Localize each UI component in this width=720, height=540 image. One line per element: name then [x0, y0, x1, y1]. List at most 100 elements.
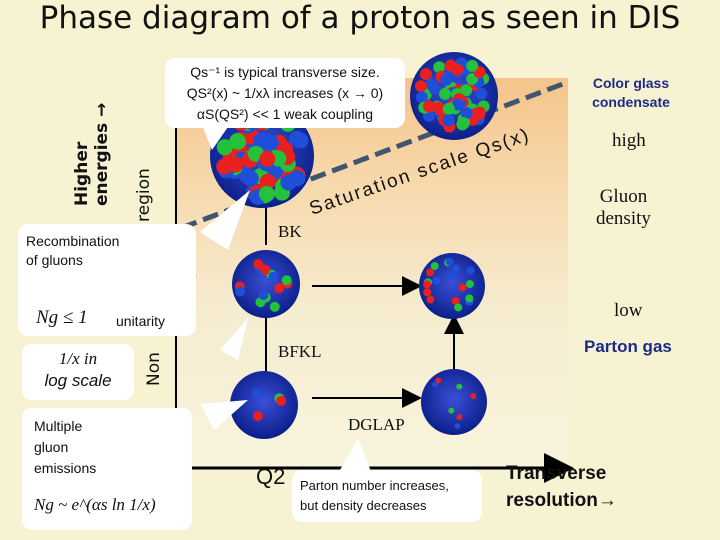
- parton-dot: [473, 106, 486, 119]
- parton-dot: [259, 173, 276, 190]
- top-callout-line1: Qs⁻¹ is typical transverse size.: [190, 64, 380, 80]
- parton-number-callout: Parton number increases, but density dec…: [292, 470, 482, 522]
- color-glass-line2: condensate: [592, 94, 670, 110]
- parton-dot: [458, 283, 467, 292]
- parton-dot: [470, 393, 477, 400]
- parton-dot: [288, 130, 305, 147]
- proton-disk-mid-left: [232, 250, 300, 318]
- page-title: Phase diagram of a proton as seen in DIS: [39, 0, 681, 36]
- parton-dot: [433, 61, 446, 74]
- parton-dot: [426, 295, 435, 304]
- gluon-density-line2: density: [596, 208, 651, 229]
- low-label: low: [614, 300, 643, 321]
- unitarity-pointer: [220, 318, 248, 360]
- color-glass-label: Color glass condensate: [566, 74, 696, 112]
- parton-dot: [457, 117, 470, 130]
- one-over-x-line1: 1/x in: [58, 349, 98, 368]
- multiple-gluon-line2: gluon: [34, 439, 69, 455]
- parton-dot: [415, 80, 428, 93]
- parton-callout-line2: but density decreases: [300, 498, 427, 513]
- parton-dot: [428, 82, 441, 95]
- parton-dot: [466, 266, 475, 275]
- parton-dot: [448, 271, 457, 280]
- transverse-line2: resolution: [506, 490, 598, 511]
- non-label: Non: [144, 352, 164, 386]
- multiple-gluon-callout: Multiple gluon emissions Ng ~ e^(αs ln 1…: [22, 408, 192, 530]
- parton-dot: [442, 102, 455, 115]
- parton-dot: [451, 264, 460, 273]
- parton-dot: [465, 294, 474, 303]
- parton-dot: [251, 388, 262, 399]
- parton-dot: [460, 107, 473, 120]
- bfkl-label: BFKL: [278, 342, 322, 361]
- higher-energies-label: Higher energies →: [72, 103, 112, 206]
- parton-dot: [268, 271, 279, 282]
- parton-dot: [454, 303, 463, 312]
- gluon-density-label: Gluon density: [596, 186, 651, 230]
- parton-dot: [423, 288, 432, 297]
- parton-dot: [276, 395, 287, 406]
- parton-dot: [432, 276, 441, 285]
- transverse-resolution-label: Transverse resolution→: [506, 460, 617, 514]
- recombination-line1: Recombination: [26, 233, 120, 249]
- parton-dot: [252, 410, 263, 421]
- parton-dot: [269, 301, 280, 312]
- parton-dot: [253, 259, 264, 270]
- parton-dot: [260, 264, 271, 275]
- parton-dot: [262, 134, 279, 151]
- bk-label: BK: [278, 222, 302, 241]
- top-callout: Qs⁻¹ is typical transverse size. QS²(x) …: [165, 58, 405, 128]
- parton-dot: [415, 91, 428, 104]
- parton-dot: [216, 139, 233, 156]
- parton-dot: [465, 280, 474, 289]
- parton-dot: [258, 290, 269, 301]
- parton-callout-pointer: [340, 438, 372, 474]
- parton-dot: [456, 383, 463, 390]
- parton-dot: [426, 268, 435, 277]
- color-glass-line1: Color glass: [592, 75, 670, 91]
- multiple-gluon-pointer: [200, 400, 248, 430]
- higher-energies-line2: energies: [92, 122, 112, 206]
- recombination-callout: Recombination of gluons Ng ≤ 1 unitarity: [18, 224, 196, 336]
- gluon-density-line1: Gluon: [599, 186, 648, 207]
- multiple-gluon-line3: emissions: [34, 460, 97, 476]
- parton-dot: [432, 381, 439, 388]
- top-callout-line2: QS²(x) ~ 1/xλ increases (x → 0): [186, 85, 384, 101]
- proton-disk-bottom-right: [421, 369, 487, 435]
- one-over-x-line2: log scale: [44, 371, 112, 390]
- parton-dot: [258, 185, 275, 202]
- ng-formula: Ng ≤ 1: [36, 307, 88, 328]
- parton-dot: [281, 275, 292, 286]
- parton-dot: [448, 407, 455, 414]
- multiple-gluon-line1: Multiple: [34, 418, 83, 434]
- parton-callout-line1: Parton number increases,: [300, 478, 449, 493]
- parton-dot: [229, 132, 246, 149]
- parton-dot: [475, 87, 488, 100]
- ng-exp-formula: Ng ~ e^(αs ln 1/x): [34, 495, 156, 514]
- parton-dot: [235, 286, 246, 297]
- high-label: high: [612, 130, 646, 151]
- parton-dot: [451, 296, 460, 305]
- parton-dot: [216, 158, 233, 175]
- right-arrow-icon: →: [597, 490, 617, 511]
- parton-dot: [460, 84, 473, 97]
- parton-dot: [419, 68, 432, 81]
- top-callout-line3: αS(QS²) << 1 weak coupling: [196, 106, 374, 122]
- parton-dot: [442, 114, 455, 127]
- region-label: region: [134, 168, 154, 222]
- one-over-x-callout: 1/x in log scale: [22, 344, 134, 400]
- parton-dot: [242, 170, 259, 187]
- proton-disk-bottom-left: [230, 371, 298, 439]
- parton-dot: [423, 280, 432, 289]
- parton-dot: [259, 150, 276, 167]
- parton-dot: [445, 257, 454, 266]
- parton-dot: [456, 414, 463, 421]
- parton-dot: [451, 63, 464, 76]
- parton-dot: [440, 73, 453, 86]
- parton-dot: [430, 262, 439, 271]
- parton-dot: [454, 423, 461, 430]
- unitarity-label: unitarity: [116, 313, 166, 329]
- transverse-line1: Transverse: [506, 463, 607, 484]
- higher-energies-line1: Higher: [72, 141, 92, 206]
